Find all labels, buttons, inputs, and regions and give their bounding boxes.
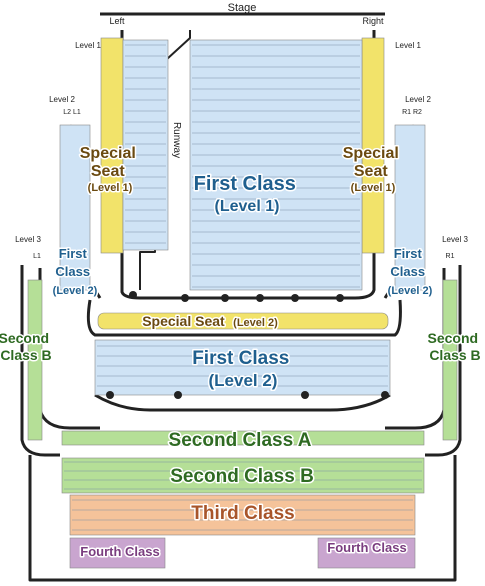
first-class-l2-right-label: First Class (Level 2) — [388, 245, 433, 297]
fourth-class-left-block — [69, 537, 166, 569]
second-class-b-right-block — [442, 279, 458, 441]
level1-left-label: Level 1 — [75, 41, 101, 50]
second-class-b-center-label: Second Class B — [170, 466, 314, 487]
left-label: Left — [109, 16, 125, 26]
runway-label: Runway — [171, 122, 182, 158]
first-class-l1-left-column — [122, 39, 169, 251]
box-r2-label: R1 R2 — [402, 109, 422, 116]
second-class-a-block — [61, 430, 425, 446]
fourth-class-left-label: Fourth Class — [80, 544, 159, 559]
structural-labels: Stage Left Right Level 1 Level 1 Level 2… — [15, 2, 468, 260]
first-class-l2-left-label: First Class (Level 2) — [53, 245, 98, 297]
box-r1-label: R1 — [446, 253, 455, 260]
level2-right-label: Level 2 — [405, 95, 431, 104]
fourth-class-right-label: Fourth Class — [327, 540, 406, 555]
level3-right-label: Level 3 — [442, 235, 468, 244]
second-class-b-left-label: Second Class B — [0, 330, 54, 363]
special-seat-l2-block — [97, 312, 389, 330]
second-class-b-center-block — [61, 457, 425, 494]
special-seat-l2-label: Special Seat (Level 2) — [142, 313, 278, 330]
level1-right-label: Level 1 — [395, 41, 421, 50]
third-class-block — [69, 494, 416, 536]
second-class-b-right-label: Second Class B — [427, 330, 482, 363]
first-class-l1-label: First Class (Level 1) — [194, 173, 301, 215]
zone-labels: Special Seat (Level 1) Special Seat (Lev… — [0, 144, 482, 561]
first-class-l1-block — [189, 39, 363, 291]
seat-blocks — [27, 37, 458, 569]
third-class-label: Third Class — [191, 503, 294, 524]
first-class-l2-center-label: First Class (Level 2) — [192, 348, 294, 390]
stage-label: Stage — [228, 2, 257, 14]
box-l1-label: L1 — [33, 253, 41, 260]
first-class-l2-right-block — [394, 124, 426, 291]
level3-left-label: Level 3 — [15, 235, 41, 244]
seat-rows — [64, 44, 422, 531]
right-label: Right — [362, 16, 384, 26]
fourth-class-right-block — [317, 537, 416, 569]
pillars — [106, 291, 389, 399]
special-seat-l1-right-label: Special Seat (Level 1) — [343, 145, 403, 194]
level2-left-label: Level 2 — [49, 95, 75, 104]
second-class-a-label: Second Class A — [169, 430, 312, 451]
special-seat-l1-left-label: Special Seat (Level 1) — [80, 145, 140, 194]
first-class-l2-left-block — [59, 124, 91, 291]
second-class-b-left-block — [27, 279, 43, 441]
box-l2-label: L2 L1 — [63, 109, 81, 116]
